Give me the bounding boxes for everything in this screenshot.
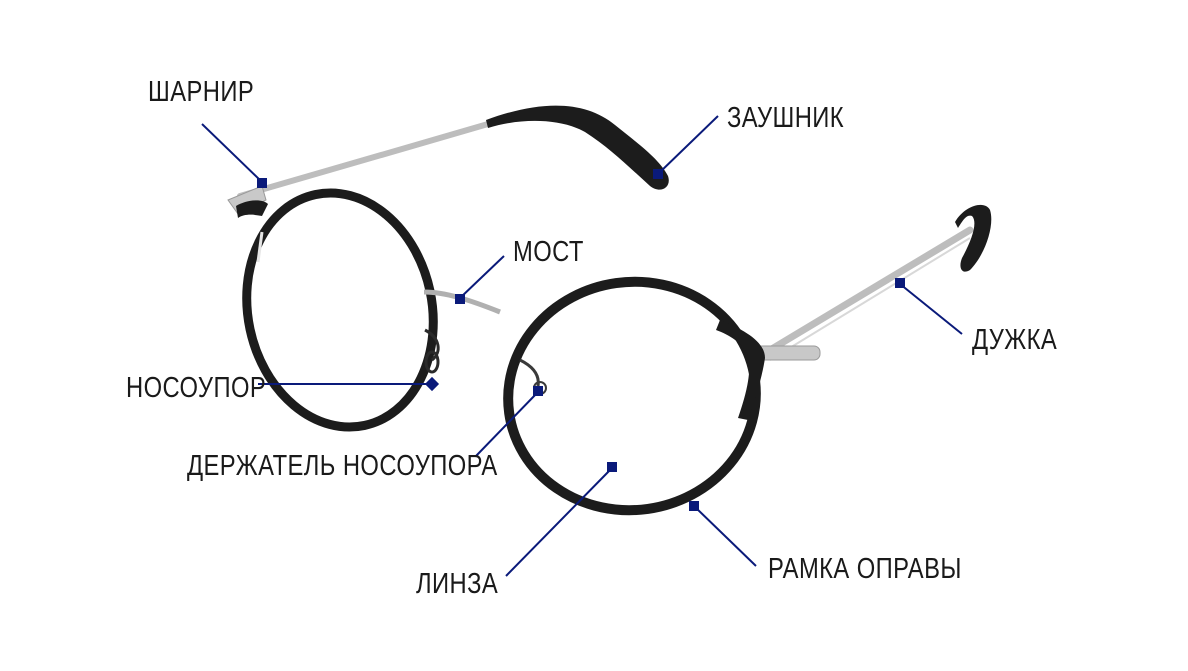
marker-nose-pad (424, 376, 440, 392)
near-hinge-block (755, 345, 821, 361)
marker-bridge (455, 294, 465, 304)
marker-rim (689, 501, 699, 511)
leader-rim (693, 505, 757, 567)
marker-temple (895, 278, 905, 288)
far-earpiece (486, 105, 669, 190)
leader-pad-arm (475, 391, 539, 457)
label-lens: ЛИНЗА (416, 568, 499, 600)
left-rim (242, 188, 438, 432)
left-nose-pad (424, 350, 440, 374)
marker-lens (607, 462, 617, 472)
near-earpiece (955, 204, 992, 272)
far-temple (237, 121, 491, 199)
label-bridge: МОСТ (513, 236, 584, 268)
label-rim: РАМКА ОПРАВЫ (768, 553, 962, 585)
leader-bridge (459, 255, 505, 299)
marker-hinge (257, 178, 267, 188)
marker-pad-arm (533, 386, 543, 396)
marker-earpiece (653, 169, 663, 179)
label-nose-pad: НОСОУПОР (126, 372, 267, 404)
left-rim-tab (236, 200, 268, 218)
near-temple-inner (769, 237, 971, 361)
near-temple (756, 226, 974, 360)
right-rim-wing (716, 320, 765, 420)
label-hinge: ШАРНИР (148, 76, 255, 108)
right-pad-arm (519, 358, 540, 387)
left-lens-glint (256, 231, 264, 263)
leader-temple (899, 283, 963, 335)
label-earpiece: ЗАУШНИК (727, 102, 845, 134)
leader-lens (505, 467, 613, 577)
label-pad-arm: ДЕРЖАТЕЛЬ НОСОУПОРА (187, 450, 498, 482)
left-pad-arm (424, 328, 440, 362)
leader-earpiece (657, 115, 719, 175)
label-temple: ДУЖКА (972, 324, 1058, 356)
leader-hinge (201, 123, 263, 183)
